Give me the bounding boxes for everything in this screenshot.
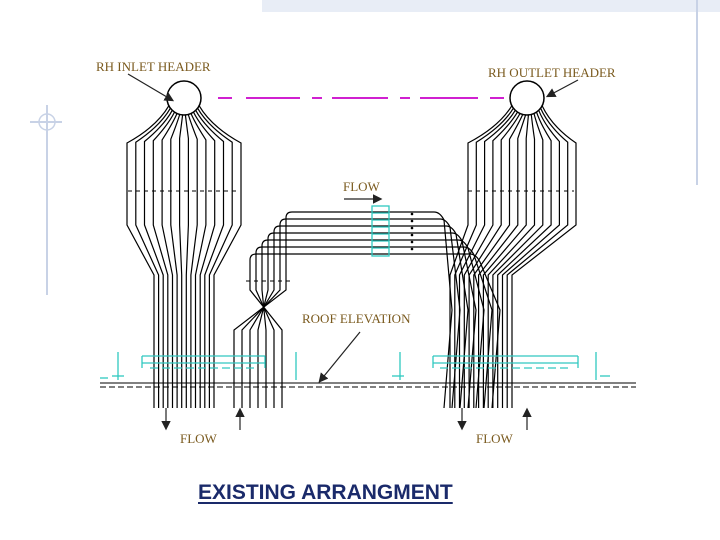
tube: [468, 113, 521, 408]
tube: [135, 107, 171, 408]
roof-elevation-label: ROOF ELEVATION: [302, 311, 411, 326]
outlet-header-leader: [545, 79, 579, 98]
tube: [198, 105, 242, 408]
tube: [501, 110, 560, 408]
roof-elevation-leader: [318, 331, 361, 383]
flow-top-label: FLOW: [343, 179, 380, 194]
tube: [454, 107, 514, 408]
tube: [463, 111, 519, 408]
tube: [449, 105, 513, 408]
crossover-tube: [233, 211, 453, 409]
crossover-tube: [249, 225, 469, 409]
tube: [152, 111, 176, 408]
right-tube-bundle: [449, 105, 577, 408]
tube: [458, 109, 516, 408]
tube: [170, 114, 181, 408]
reference-lines: [128, 190, 574, 282]
crossover-tube: [261, 239, 485, 409]
tube: [143, 110, 173, 408]
tube: [482, 114, 529, 408]
rh-inlet-header-circle: [166, 80, 202, 116]
left-tube-bundle: [126, 105, 242, 408]
slide-frame: [30, 0, 720, 295]
crossover-tube-bundle: [233, 211, 501, 409]
crossover-tube: [257, 232, 477, 409]
tube: [497, 111, 552, 408]
tube: [179, 114, 184, 408]
tube: [197, 107, 233, 408]
tube: [506, 107, 569, 408]
diagram-title: EXISTING ARRANGMENT: [198, 481, 453, 504]
tube-marker: [410, 240, 414, 244]
tube: [511, 105, 577, 408]
tube-marker: [410, 219, 414, 223]
tube-marker: [410, 247, 414, 251]
crossover-tube: [249, 253, 501, 409]
tube: [190, 113, 207, 408]
tube: [126, 105, 170, 408]
rh-outlet-header-label: RH OUTLET HEADER: [488, 65, 616, 80]
tube: [473, 114, 524, 408]
tube: [478, 114, 527, 408]
flow-bottom-right-label: FLOW: [476, 431, 513, 446]
crossover-tube: [241, 218, 461, 409]
roof-line: [100, 382, 636, 388]
rh-inlet-header-label: RH INLET HEADER: [96, 59, 211, 74]
crossover-supports: [371, 205, 390, 257]
tube: [492, 113, 544, 408]
roof-supports: [100, 352, 610, 380]
tube: [161, 113, 178, 408]
tube: [192, 111, 216, 408]
leader-arrows: [127, 73, 579, 431]
flow-bottom-left-label: FLOW: [180, 431, 217, 446]
tube: [195, 110, 225, 408]
tube: [487, 114, 536, 408]
tube-marker: [410, 226, 414, 230]
inlet-header-leader: [127, 73, 175, 102]
tube-marker: [410, 212, 414, 216]
tube: [184, 114, 189, 408]
tube: [187, 114, 198, 408]
tube-marker: [410, 233, 414, 237]
crossover-tube: [255, 246, 493, 409]
rh-outlet-header-circle: [509, 80, 545, 116]
